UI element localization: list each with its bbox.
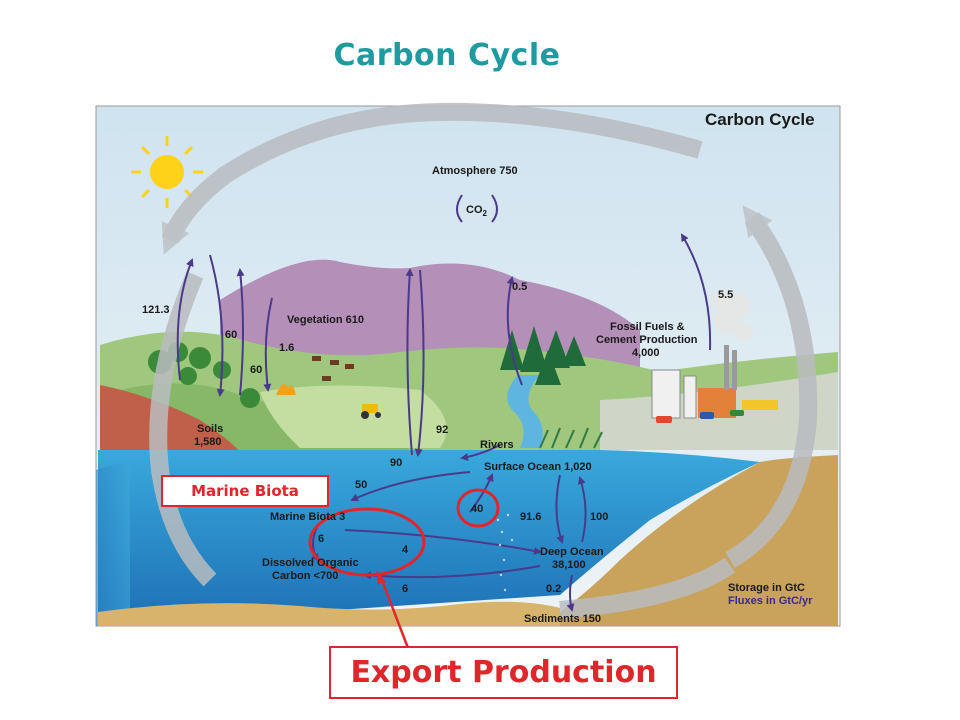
flux-0-5: 0.5: [512, 281, 527, 293]
label-storage: Storage in GtC: [728, 582, 805, 594]
field: [260, 385, 447, 448]
arrow-1-6: [263, 297, 273, 392]
arrow-100: [577, 476, 587, 543]
arrow-50: [350, 471, 471, 502]
diagram-labels: Carbon Cycle Atmosphere 750 CO2 Vegetati…: [194, 110, 815, 625]
flux-5-5: 5.5: [718, 289, 733, 301]
flux-121-3: 121.3: [142, 304, 170, 316]
arrow-92: [405, 268, 414, 456]
label-soils-value: 1,580: [194, 436, 222, 448]
label-fluxes: Fluxes in GtC/yr: [728, 595, 813, 607]
arrow-4: [344, 529, 542, 555]
marsh: [539, 427, 603, 449]
scene: [95, 102, 841, 649]
cattle: [312, 356, 354, 381]
callout-marine-biota: Marine Biota: [161, 475, 329, 507]
flux-value-labels: 121.3 60 60 1.6 0.5 5.5 92 90 50 40 91.6…: [142, 281, 733, 595]
arrow-0-2: [566, 574, 575, 612]
ocean-side: [96, 460, 130, 626]
label-doc-2: Carbon <700: [272, 570, 338, 582]
vehicles: [656, 400, 778, 423]
arrow-5-5: [680, 233, 712, 351]
arrow-90: [414, 269, 425, 457]
flux-6-a: 6: [318, 533, 324, 545]
flux-100: 100: [590, 511, 608, 523]
global-cycle-arrows: [149, 102, 818, 619]
arrow-121: [176, 258, 194, 381]
sea-floor: [98, 601, 560, 626]
arrow-co2-right: [491, 194, 498, 223]
soil-left: [100, 385, 240, 452]
label-fossil-1: Fossil Fuels &: [610, 321, 685, 333]
callout-pointer-head: [376, 570, 386, 584]
factory: [651, 290, 753, 419]
flux-90: 90: [390, 457, 402, 469]
label-deep-ocean: Deep Ocean: [540, 546, 604, 558]
label-surface-ocean: Surface Ocean 1,020: [484, 461, 592, 473]
tractor: [361, 404, 381, 419]
flux-1-6: 1.6: [279, 342, 294, 354]
coastal-land: [540, 455, 838, 626]
label-fossil-3: 4,000: [632, 347, 660, 359]
label-co2: CO2: [466, 204, 488, 218]
fire: [276, 384, 296, 395]
flux-4: 4: [402, 544, 409, 556]
arrow-co2-left: [456, 194, 463, 223]
flux-arrows: [176, 194, 712, 612]
arrow-60b: [236, 268, 245, 396]
flux-60-b: 60: [250, 364, 262, 376]
label-deep-ocean-value: 38,100: [552, 559, 586, 571]
label-fossil-2: Cement Production: [596, 334, 698, 346]
flux-40: 40: [471, 503, 483, 515]
flux-91-6: 91.6: [520, 511, 541, 523]
flux-60-a: 60: [225, 329, 237, 341]
label-rivers: Rivers: [480, 439, 514, 451]
highlight-ellipse-40: [456, 488, 500, 528]
label-atmosphere: Atmosphere 750: [432, 165, 518, 177]
diagram-title: Carbon Cycle: [705, 110, 815, 129]
label-doc-1: Dissolved Organic: [262, 557, 359, 569]
sinking-particles: [496, 513, 514, 592]
arrow-91-6: [555, 474, 564, 544]
flux-6-b: 6: [402, 583, 408, 595]
label-marine-biota: Marine Biota 3: [270, 511, 345, 523]
slide-title: Carbon Cycle: [333, 38, 561, 73]
arrow-60a: [209, 254, 225, 397]
label-vegetation: Vegetation 610: [287, 314, 364, 326]
arrow-40: [469, 473, 494, 513]
callout-pointer: [378, 574, 410, 649]
callout-export-production: Export Production: [329, 646, 678, 699]
label-sediments: Sediments 150: [524, 613, 601, 625]
river: [507, 375, 543, 448]
highlight-ellipse-export: [308, 507, 426, 577]
arrow-rivers: [460, 444, 501, 461]
arrow-6b: [363, 565, 541, 580]
flux-50: 50: [355, 479, 367, 491]
label-soils: Soils: [197, 423, 223, 435]
flux-92: 92: [436, 424, 448, 436]
arrow-0-5: [506, 276, 523, 386]
flux-0-2: 0.2: [546, 583, 561, 595]
